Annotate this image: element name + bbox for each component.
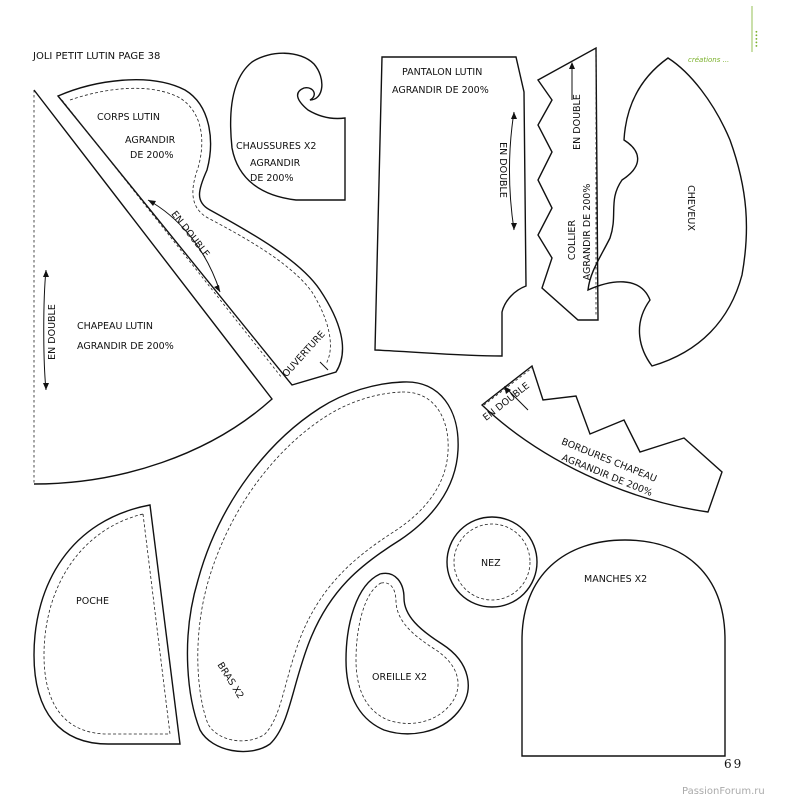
corps-label-1: CORPS LUTIN	[97, 112, 160, 123]
poche-seam	[43, 513, 171, 735]
piece-pantalon-lutin: EN DOUBLE PANTALON LUTIN AGRANDIR DE 200…	[374, 56, 527, 357]
collier-fold-arrow	[569, 62, 575, 100]
bras-seam	[197, 391, 449, 742]
brand-name: créations ...	[688, 56, 729, 64]
nez-outline	[446, 516, 538, 608]
chaussures-label-2: AGRANDIR	[250, 158, 301, 169]
bordures-fold-arrow	[504, 386, 529, 411]
pantalon-label-1: PANTALON LUTIN	[402, 67, 482, 78]
collier-fold-label: EN DOUBLE	[572, 94, 583, 150]
corps-label-3: DE 200%	[130, 150, 174, 161]
chaussures-label-1: CHAUSSURES X2	[236, 141, 316, 152]
corps-outline	[56, 79, 344, 386]
bras-label: BRAS X2	[215, 660, 246, 700]
corps-fold-label: EN DOUBLE	[168, 209, 211, 260]
corps-fold-arrow	[147, 199, 221, 293]
chaussures-label-3: DE 200%	[250, 173, 294, 184]
brand-logo: créations ... •••••	[688, 6, 759, 64]
collier-label-1: COLLIER	[567, 220, 578, 261]
collier-label-2: AGRANDIR DE 200%	[582, 184, 593, 281]
piece-corps-lutin: EN DOUBLE CORPS LUTIN AGRANDIR DE 200% O…	[56, 79, 344, 386]
piece-bras: BRAS X2	[186, 381, 459, 753]
oreille-outline	[345, 572, 469, 735]
corps-fold-line	[61, 99, 283, 379]
chapeau-label-1: CHAPEAU LUTIN	[77, 321, 153, 332]
poche-outline	[33, 504, 181, 745]
chapeau-fold-arrow	[43, 269, 49, 391]
piece-collier: EN DOUBLE COLLIER AGRANDIR DE 200%	[536, 46, 599, 321]
page-number: 69	[724, 757, 743, 771]
cheveux-label: CHEVEUX	[685, 185, 696, 231]
watermark: PassionForum.ru	[682, 786, 765, 797]
oreille-seam	[355, 582, 459, 724]
page-title: JOLI PETIT LUTIN PAGE 38	[32, 51, 160, 62]
oreille-label: OREILLE X2	[372, 672, 427, 683]
bordures-fold-line	[483, 367, 533, 406]
pantalon-label-2: AGRANDIR DE 200%	[392, 85, 489, 96]
cheveux-outline	[587, 57, 748, 367]
piece-oreille: OREILLE X2	[345, 572, 469, 735]
piece-chapeau-lutin: EN DOUBLE CHAPEAU LUTIN AGRANDIR DE 200%	[33, 89, 273, 485]
piece-poche: POCHE	[33, 504, 181, 745]
pantalon-outline	[374, 56, 527, 357]
piece-nez: NEZ	[446, 516, 538, 608]
chapeau-outline	[33, 89, 273, 485]
nez-label: NEZ	[481, 558, 501, 569]
brand-vertical: •••••	[752, 30, 759, 48]
chapeau-fold-label: EN DOUBLE	[47, 304, 58, 360]
corps-opening-label: OUVERTURE	[281, 329, 328, 380]
bordures-fold-label: EN DOUBLE	[481, 381, 532, 424]
corps-label-2: AGRANDIR	[125, 135, 176, 146]
piece-chaussures: CHAUSSURES X2 AGRANDIR DE 200%	[229, 52, 346, 201]
bras-outline	[186, 381, 459, 753]
collier-outline	[536, 46, 599, 321]
manches-outline	[521, 539, 726, 757]
piece-cheveux: CHEVEUX	[587, 57, 748, 367]
poche-label: POCHE	[76, 596, 109, 607]
nez-seam	[453, 523, 531, 601]
pantalon-fold-arrow	[509, 111, 517, 231]
corps-seam	[69, 87, 331, 365]
piece-manches: MANCHES X2	[521, 539, 726, 757]
chaussures-outline	[229, 52, 346, 201]
piece-bordures-chapeau: EN DOUBLE BORDURES CHAPEAU AGRANDIR DE 2…	[480, 364, 723, 513]
bordures-outline	[480, 364, 723, 513]
pantalon-fold-label: EN DOUBLE	[497, 142, 508, 198]
manches-label: MANCHES X2	[584, 574, 647, 585]
corps-opening-mark	[319, 361, 329, 371]
chapeau-label-2: AGRANDIR DE 200%	[77, 341, 174, 352]
